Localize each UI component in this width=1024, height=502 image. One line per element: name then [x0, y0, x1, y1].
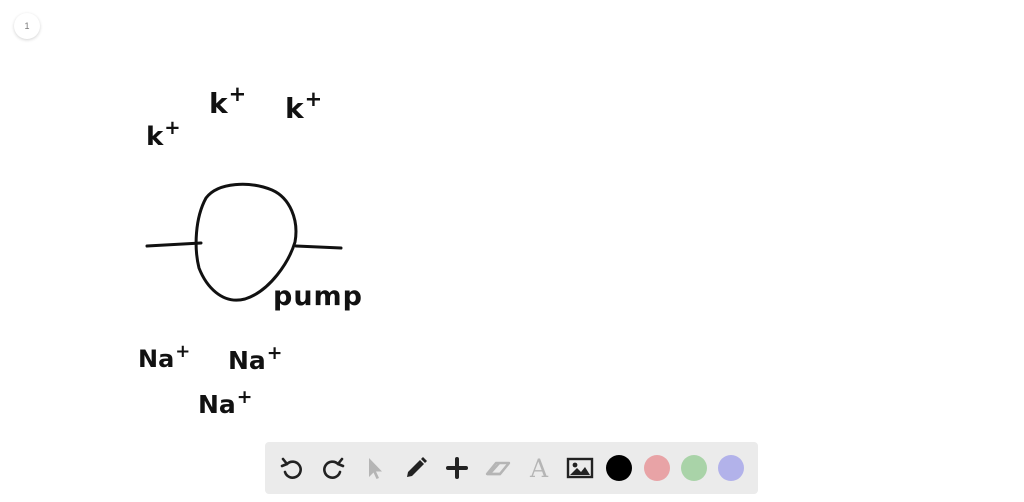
- pump-label: pump: [273, 281, 364, 312]
- pump-circle: [194, 182, 298, 302]
- text-icon[interactable]: A: [530, 453, 549, 483]
- color-swatch-black[interactable]: [606, 455, 633, 481]
- undo-icon[interactable]: [277, 453, 307, 483]
- add-icon[interactable]: [442, 453, 472, 483]
- color-swatch-lavender[interactable]: [717, 455, 744, 481]
- k-ion-label: k+: [285, 87, 323, 125]
- membrane-line-left: [145, 241, 203, 248]
- color-swatch-pink[interactable]: [643, 455, 670, 481]
- k-ion-label: k+: [209, 82, 247, 120]
- pen-icon[interactable]: [401, 453, 431, 483]
- k-ion-label: k+: [146, 116, 181, 152]
- drawing-toolbar: A: [265, 442, 758, 494]
- image-icon[interactable]: [565, 453, 595, 483]
- membrane-pump-drawing: [145, 182, 343, 302]
- na-ion-label: Na+: [198, 386, 253, 419]
- na-ion-label: Na+: [138, 341, 191, 373]
- na-ion-label: Na+: [228, 342, 283, 375]
- color-swatch-green[interactable]: [680, 455, 707, 481]
- select-icon[interactable]: [359, 453, 389, 483]
- redo-icon[interactable]: [318, 453, 348, 483]
- page-indicator[interactable]: 1: [14, 13, 40, 39]
- membrane-line-right: [294, 244, 343, 250]
- eraser-icon[interactable]: [483, 453, 513, 483]
